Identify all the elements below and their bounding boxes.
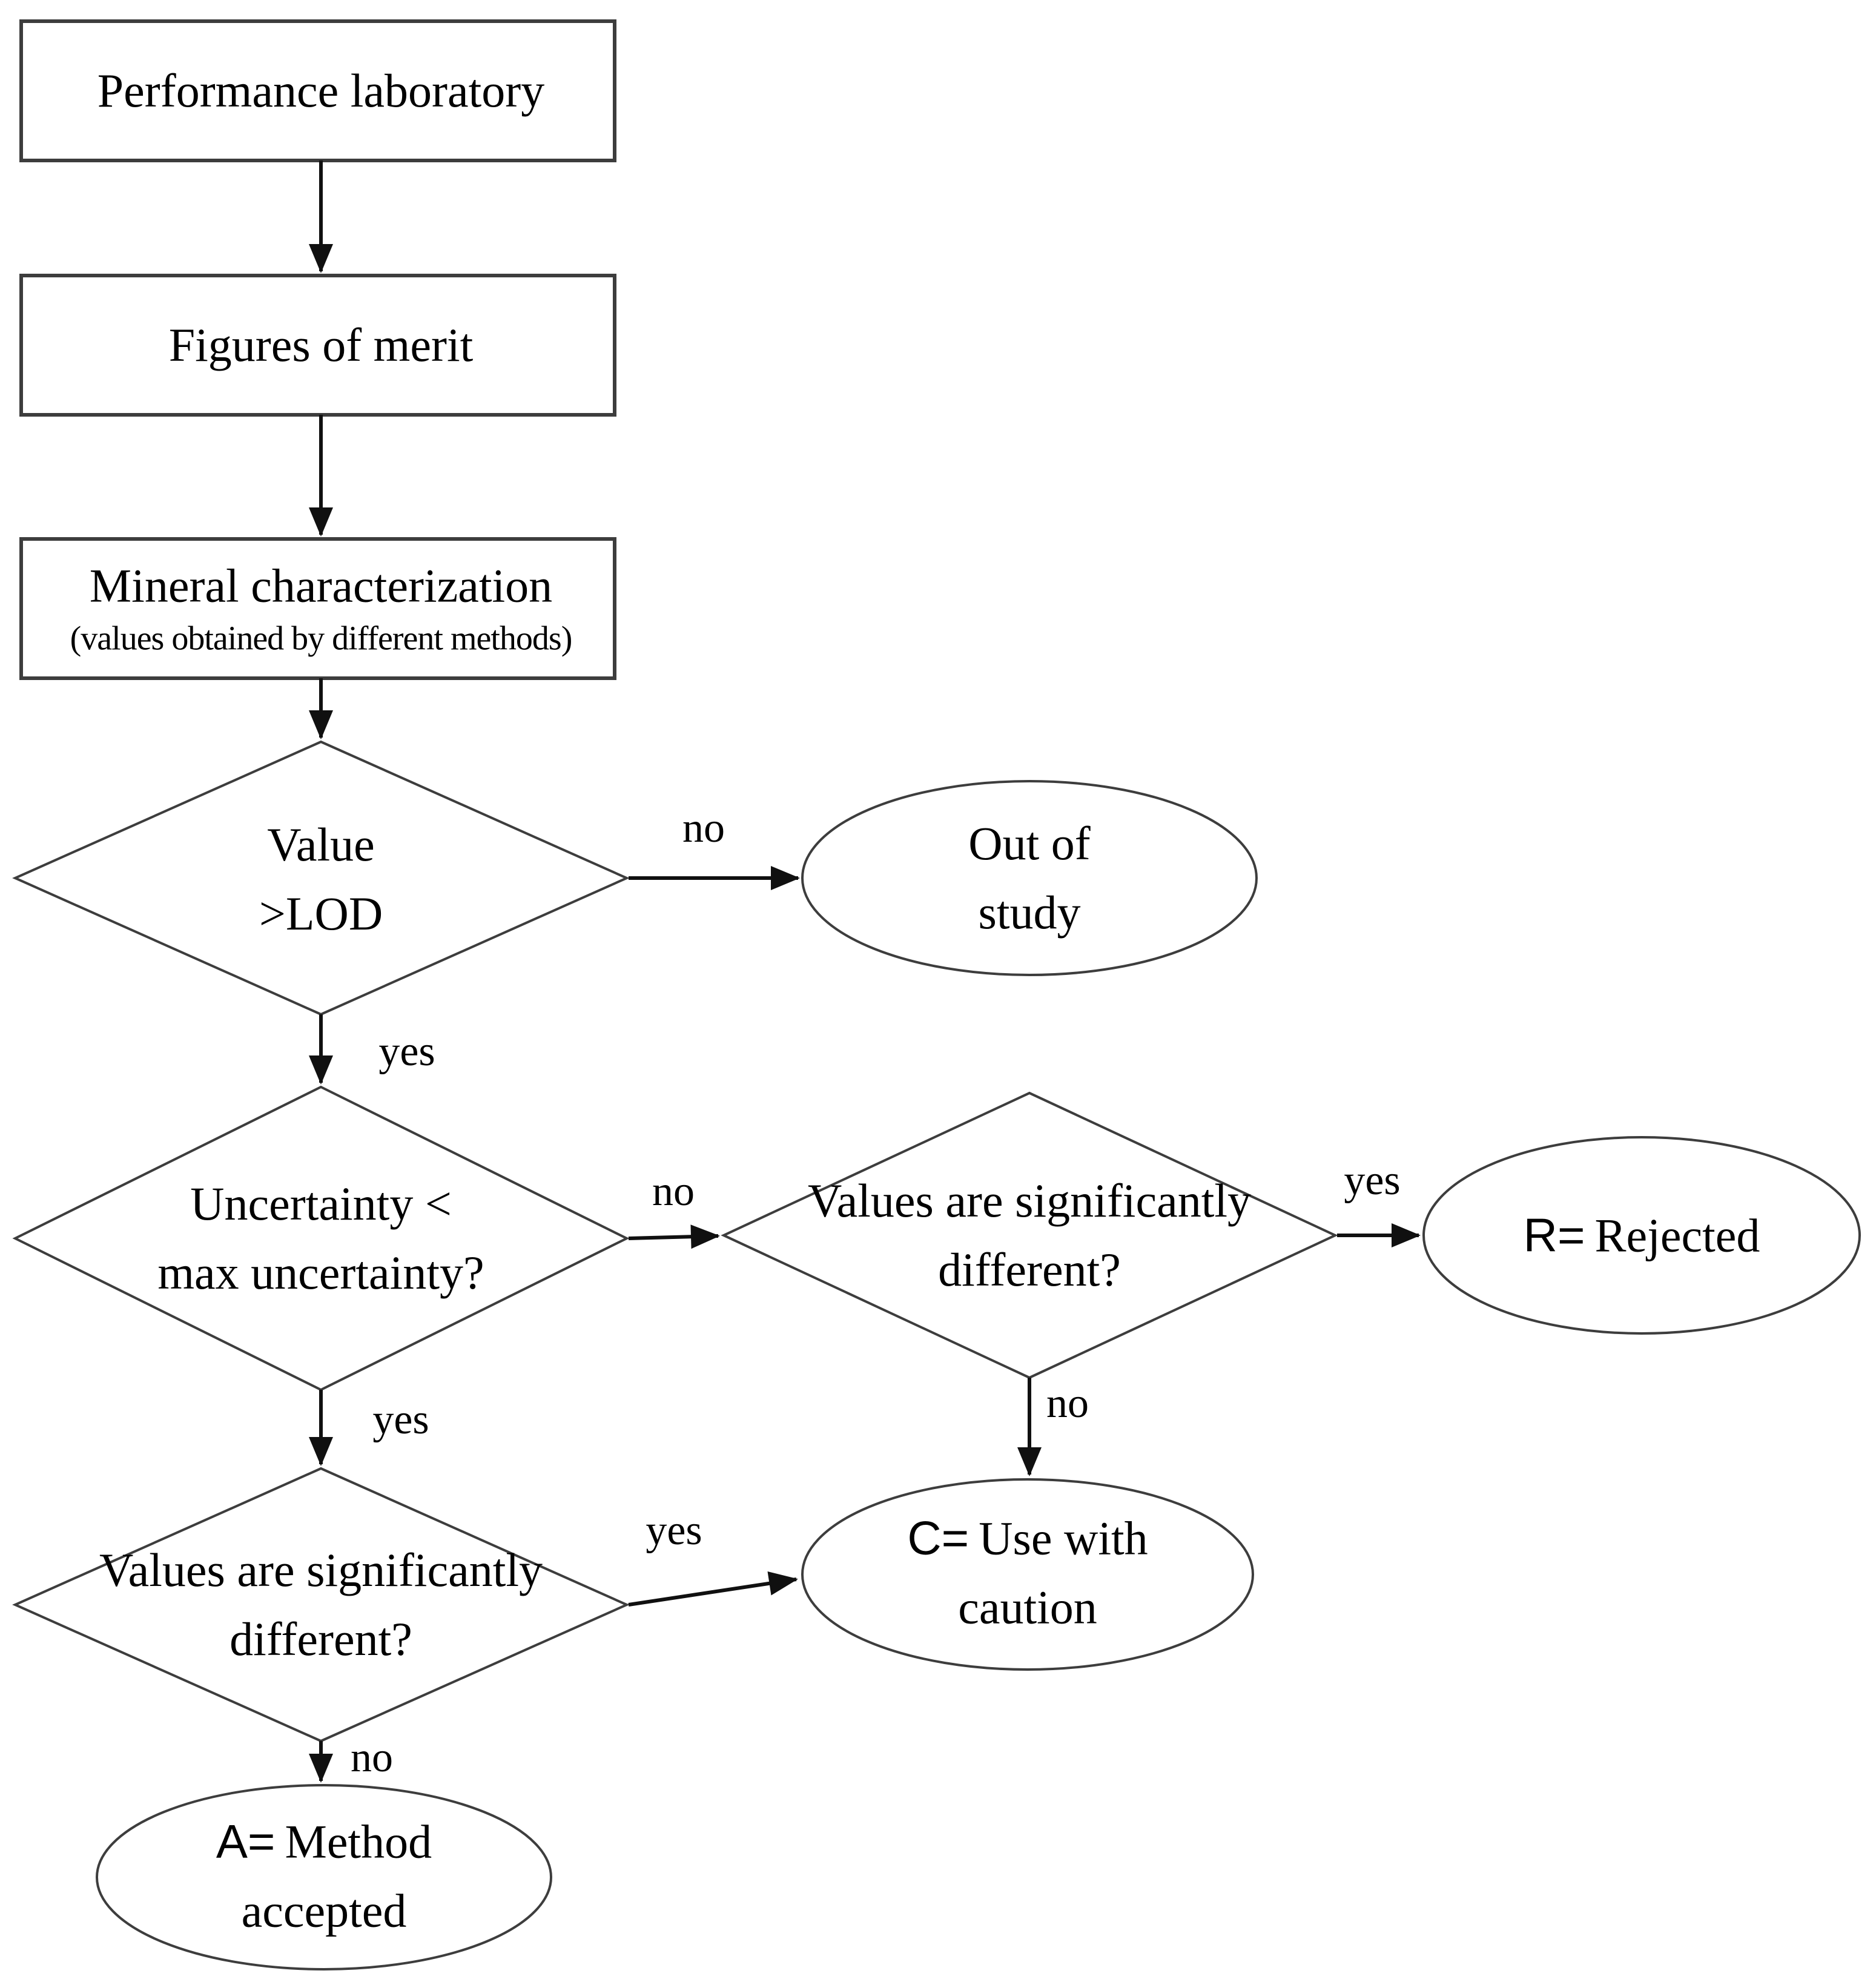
label-value-lod: Value >LOD — [259, 818, 383, 940]
caution-code: C= — [907, 1511, 969, 1565]
process-box-performance-laboratory — [19, 19, 616, 162]
edge-label-values-bottom-no: no — [351, 1734, 393, 1781]
rejected-code: R= — [1523, 1208, 1585, 1262]
label-rejected: R=Rejected — [1523, 1208, 1760, 1262]
edge-label-value-lod-no: no — [682, 805, 725, 851]
arrow-uncertainty-no-to-values-mid — [628, 1224, 720, 1249]
accepted-code: A= — [216, 1814, 276, 1868]
label-use-with-caution: C=Use with caution — [907, 1511, 1148, 1634]
terminal-ellipse-rejected — [1422, 1136, 1861, 1335]
terminal-ellipse-out-of-study — [801, 780, 1258, 976]
label-mineral-characterization: Mineral characterization (values obtaine… — [70, 559, 573, 658]
arrow-values-bottom-yes-to-caution — [628, 1571, 798, 1607]
label-values-different-mid: Values are significantly different? — [807, 1174, 1252, 1296]
label-method-accepted: A=Method accepted — [216, 1814, 432, 1937]
terminal-ellipse-use-with-caution — [801, 1478, 1254, 1671]
terminal-ellipse-method-accepted — [96, 1784, 552, 1970]
edge-label-value-lod-yes: yes — [378, 1028, 435, 1075]
label-uncertainty: Uncertainty < max uncertainty? — [157, 1177, 484, 1299]
edge-label-values-mid-no: no — [1046, 1380, 1089, 1427]
process-box-figures-of-merit — [19, 274, 616, 417]
label-values-different-bottom: Values are significantly different? — [99, 1544, 543, 1665]
process-box-mineral-characterization — [19, 537, 616, 680]
edge-label-uncertainty-yes: yes — [372, 1396, 429, 1443]
edge-label-values-mid-yes: yes — [1344, 1157, 1401, 1204]
label-figures-of-merit: Figures of merit — [168, 319, 474, 371]
edge-label-values-bottom-yes: yes — [646, 1507, 702, 1554]
label-out-of-study: Out of study — [968, 817, 1091, 939]
label-performance-laboratory: Performance laboratory — [97, 64, 545, 117]
edge-label-uncertainty-no: no — [652, 1168, 695, 1215]
